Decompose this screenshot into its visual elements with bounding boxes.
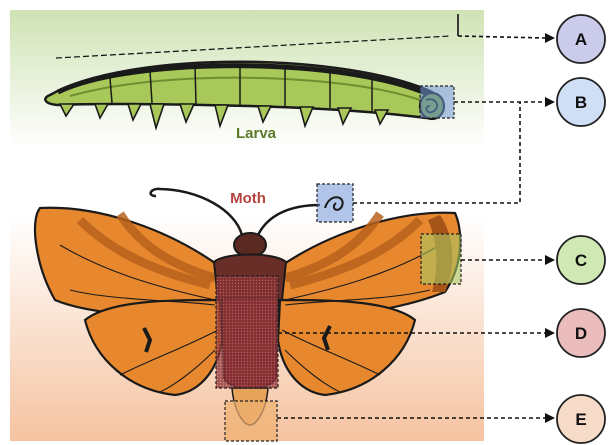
larva-label: Larva (236, 125, 277, 142)
callout-d: D (557, 309, 605, 357)
callout-c: C (557, 236, 605, 284)
moth-label: Moth (230, 190, 266, 207)
callout-e: E (557, 395, 605, 443)
callout-a-letter: A (575, 30, 587, 49)
callout-b: B (557, 78, 605, 126)
highlight-d-body (216, 276, 278, 388)
callout-e-letter: E (575, 410, 586, 429)
callout-c-letter: C (575, 251, 587, 270)
callout-d-letter: D (575, 324, 587, 343)
highlight-c-wing (421, 234, 461, 284)
callout-b-letter: B (575, 93, 587, 112)
highlight-b-larva-head (420, 86, 454, 118)
highlight-e-tail (225, 401, 277, 441)
callout-a: A (557, 15, 605, 63)
